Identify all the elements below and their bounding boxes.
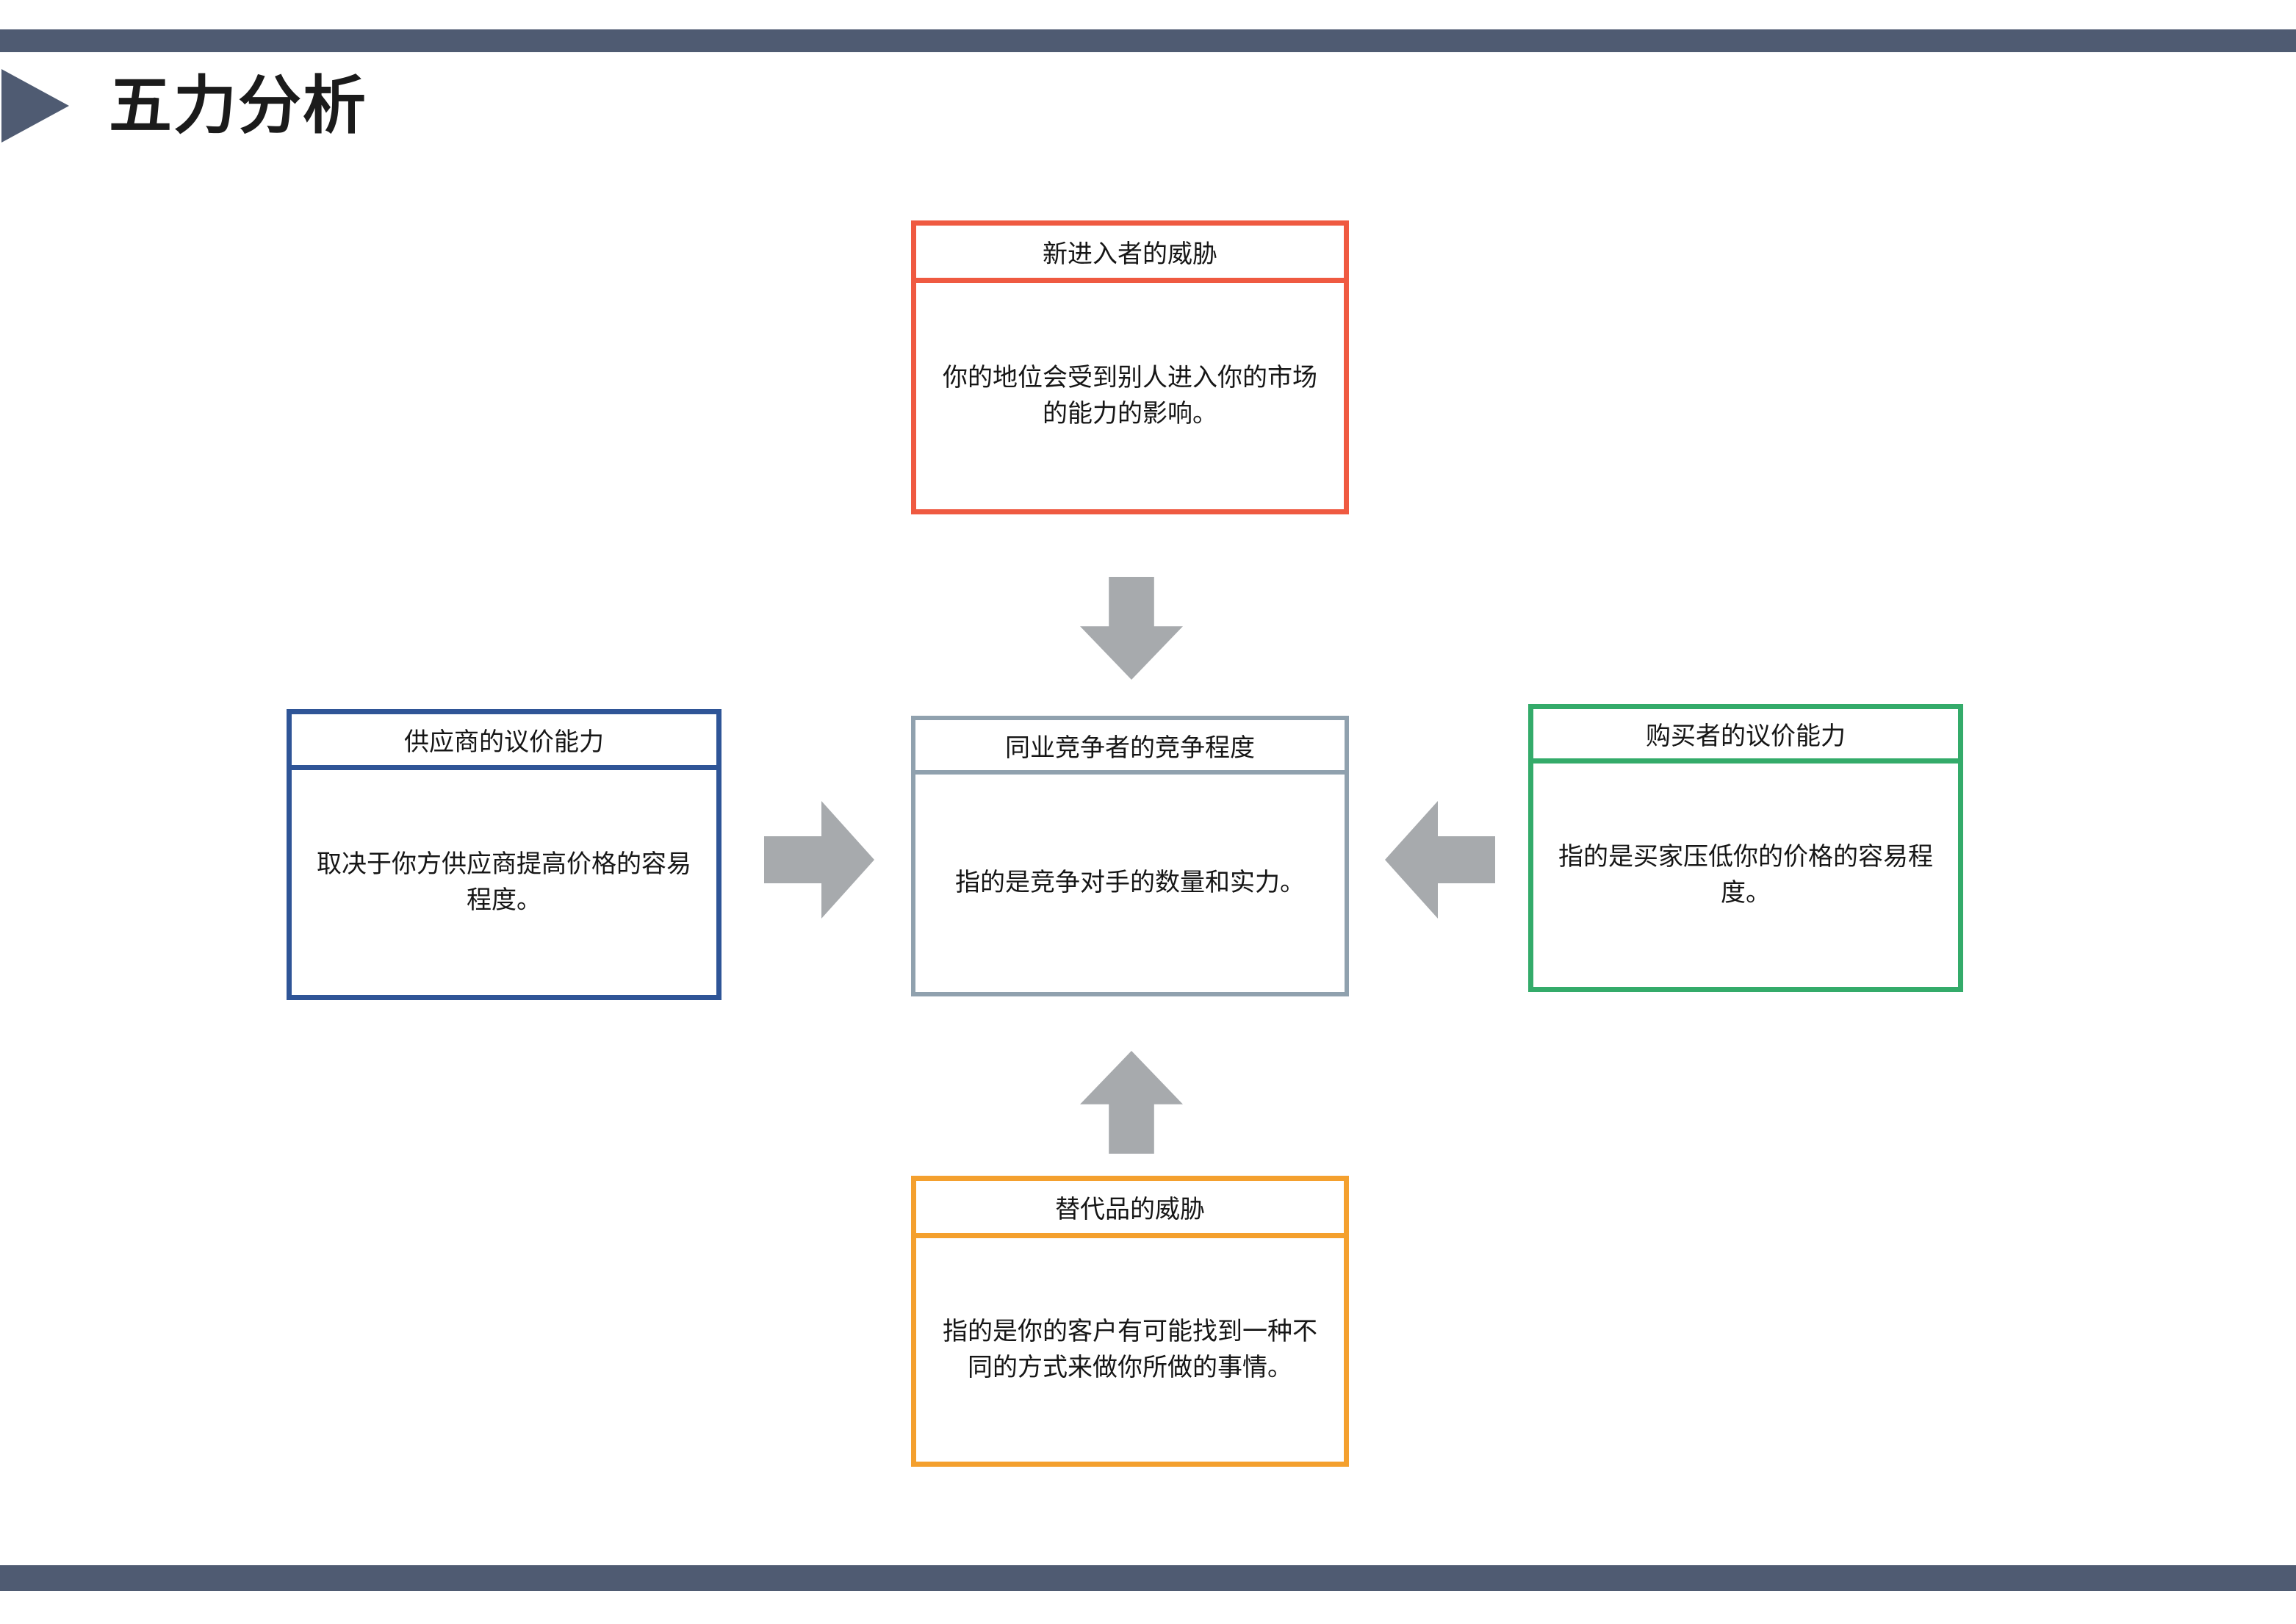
force-description-substitutes: 指的是你的客户有可能找到一种不同的方式来做你所做的事情。 xyxy=(943,1317,1317,1382)
arrow-left-icon xyxy=(1385,801,1495,919)
force-title-suppliers: 供应商的议价能力 xyxy=(292,714,716,770)
force-card-rivalry[interactable]: 同业竞争者的竞争程度 指的是竞争对手的数量和实力。 xyxy=(911,716,1349,996)
force-card-buyers[interactable]: 购买者的议价能力 指的是买家压低你的价格的容易程度。 xyxy=(1528,704,1963,992)
force-title-new-entrants: 新进入者的威胁 xyxy=(916,226,1344,283)
force-description-buyers: 指的是买家压低你的价格的容易程度。 xyxy=(1558,842,1933,907)
triangle-right-icon xyxy=(1,69,69,143)
top-accent-bar xyxy=(0,29,2296,52)
force-card-suppliers[interactable]: 供应商的议价能力 取决于你方供应商提高价格的容易程度。 xyxy=(287,709,721,1000)
force-description-suppliers: 取决于你方供应商提高价格的容易程度。 xyxy=(317,849,691,914)
force-title-rivalry: 同业竞争者的竞争程度 xyxy=(915,720,1345,775)
force-card-substitutes[interactable]: 替代品的威胁 指的是你的客户有可能找到一种不同的方式来做你所做的事情。 xyxy=(911,1176,1349,1467)
force-description-rivalry: 指的是竞争对手的数量和实力。 xyxy=(955,869,1305,897)
bottom-accent-bar xyxy=(0,1565,2296,1591)
arrow-down-icon xyxy=(1080,577,1183,680)
arrow-right-icon xyxy=(764,801,874,919)
arrow-up-icon xyxy=(1080,1051,1183,1154)
slide-title-row: 五力分析 xyxy=(0,65,1029,153)
force-card-new-entrants[interactable]: 新进入者的威胁 你的地位会受到别人进入你的市场的能力的影响。 xyxy=(911,220,1349,514)
force-title-substitutes: 替代品的威胁 xyxy=(916,1181,1344,1238)
page-title: 五力分析 xyxy=(109,71,367,141)
force-title-buyers: 购买者的议价能力 xyxy=(1533,709,1958,764)
force-description-new-entrants: 你的地位会受到别人进入你的市场的能力的影响。 xyxy=(943,363,1317,428)
